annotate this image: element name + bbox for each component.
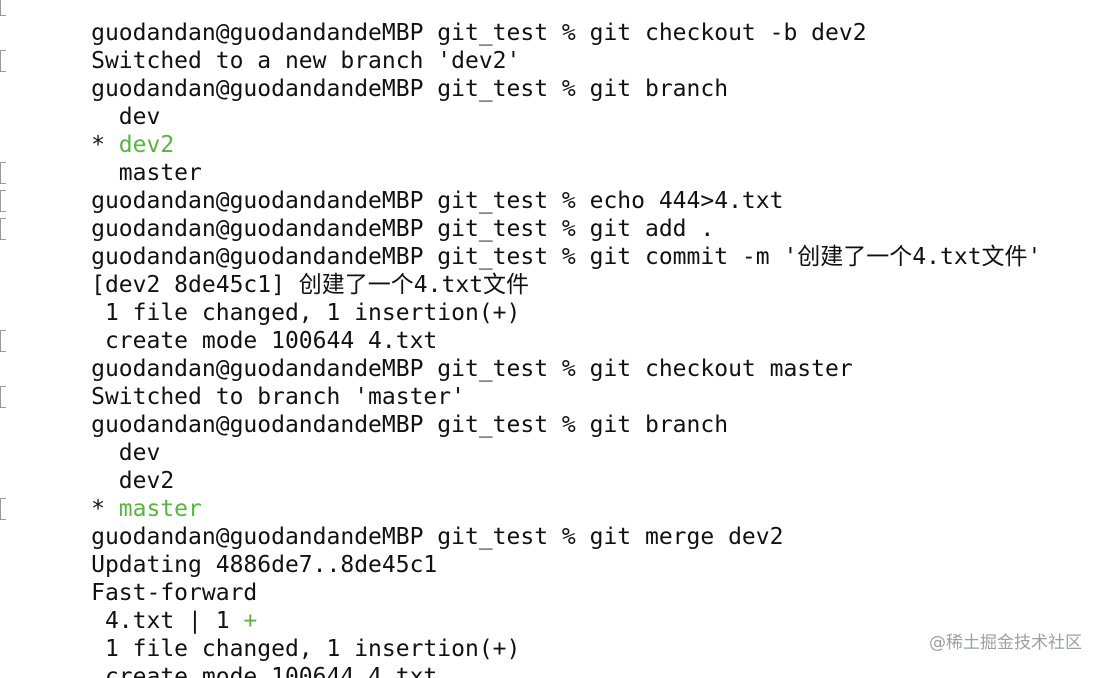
terminal-prompt-line: guodandan@guodandandeMBP git_test % git … xyxy=(0,47,1102,102)
output-text: create mode 100644 4.txt xyxy=(91,664,438,678)
output-text: Switched to a new branch 'dev2' xyxy=(91,48,521,74)
watermark: @稀土掘金技术社区 xyxy=(929,633,1082,653)
terminal-prompt-line: guodandan@guodandandeMBP git_test % git … xyxy=(0,383,1102,438)
terminal-output-line: dev xyxy=(0,75,1102,130)
output-text: [dev2 8de45c1] 创建了一个4.txt文件 xyxy=(91,272,530,298)
prompt-mark-icon xyxy=(0,330,6,352)
terminal-current-branch-line: * dev2 xyxy=(0,103,1102,158)
terminal-output-line: 1 file changed, 1 insertion(+) xyxy=(0,271,1102,326)
branch-name: master xyxy=(91,160,202,186)
terminal-prompt-line: guodandan@guodandandeMBP git_test % git … xyxy=(0,495,1102,550)
branch-name: dev2 xyxy=(91,468,175,494)
terminal-prompt-line: guodandan@guodandandeMBP git_test % git … xyxy=(0,187,1102,242)
prompt-command: guodandan@guodandandeMBP git_test % git … xyxy=(91,244,1042,270)
terminal-current-branch-line: * master xyxy=(0,467,1102,522)
prompt-command: guodandan@guodandandeMBP git_test % git … xyxy=(91,412,729,438)
diffstat-text: 4.txt | 1 xyxy=(91,608,244,634)
terminal-output-line: Fast-forward xyxy=(0,551,1102,606)
output-text: Updating 4886de7..8de45c1 xyxy=(91,552,438,578)
terminal-output-line: create mode 100644 4.txt xyxy=(0,635,1102,678)
current-branch-name: master xyxy=(118,496,202,522)
branch-name: dev xyxy=(91,440,161,466)
prompt-mark-icon xyxy=(0,50,6,72)
terminal-output-line: dev xyxy=(0,411,1102,466)
branch-name: dev xyxy=(91,104,161,130)
terminal-output-line: [dev2 8de45c1] 创建了一个4.txt文件 xyxy=(0,243,1102,298)
prompt-mark-icon xyxy=(0,190,6,212)
output-text: Switched to branch 'master' xyxy=(91,384,465,410)
prompt-mark-icon xyxy=(0,218,6,240)
terminal-prompt-line: guodandan@guodandandeMBP git_test % echo… xyxy=(0,159,1102,214)
prompt-command: guodandan@guodandandeMBP git_test % git … xyxy=(91,20,867,46)
prompt-mark-icon xyxy=(0,162,6,184)
output-text: Fast-forward xyxy=(91,580,258,606)
current-branch-name: dev2 xyxy=(118,132,175,158)
prompt-command: guodandan@guodandandeMBP git_test % git … xyxy=(91,524,784,550)
terminal-output-line: Switched to a new branch 'dev2' xyxy=(0,19,1102,74)
prompt-mark-icon xyxy=(0,498,6,520)
terminal-output-line: dev2 xyxy=(0,439,1102,494)
terminal-output-line: create mode 100644 4.txt xyxy=(0,299,1102,354)
prompt-mark-icon xyxy=(0,0,6,16)
prompt-command: guodandan@guodandandeMBP git_test % git … xyxy=(91,216,715,242)
terminal-prompt-line: guodandan@guodandandeMBP git_test % git … xyxy=(0,0,1102,46)
prompt-command: guodandan@guodandandeMBP git_test % git … xyxy=(91,356,853,382)
terminal-output-line: Switched to branch 'master' xyxy=(0,355,1102,410)
current-branch-marker: * xyxy=(91,496,119,522)
diffstat-plus: + xyxy=(243,608,258,634)
terminal-prompt-line: guodandan@guodandandeMBP git_test % git … xyxy=(0,327,1102,382)
terminal-diffstat-line: 4.txt | 1 + xyxy=(0,579,1102,634)
prompt-command: guodandan@guodandandeMBP git_test % git … xyxy=(91,76,729,102)
output-text: 1 file changed, 1 insertion(+) xyxy=(91,636,521,662)
terminal-output-line: 1 file changed, 1 insertion(+) xyxy=(0,607,1102,662)
output-text: 1 file changed, 1 insertion(+) xyxy=(91,300,521,326)
prompt-command: guodandan@guodandandeMBP git_test % echo… xyxy=(91,188,784,214)
terminal-output-line: Updating 4886de7..8de45c1 xyxy=(0,523,1102,578)
terminal-output-line: master xyxy=(0,131,1102,186)
output-text: create mode 100644 4.txt xyxy=(91,328,438,354)
terminal-prompt-line: guodandan@guodandandeMBP git_test % git … xyxy=(0,215,1102,270)
prompt-mark-icon xyxy=(0,386,6,408)
current-branch-marker: * xyxy=(91,132,119,158)
